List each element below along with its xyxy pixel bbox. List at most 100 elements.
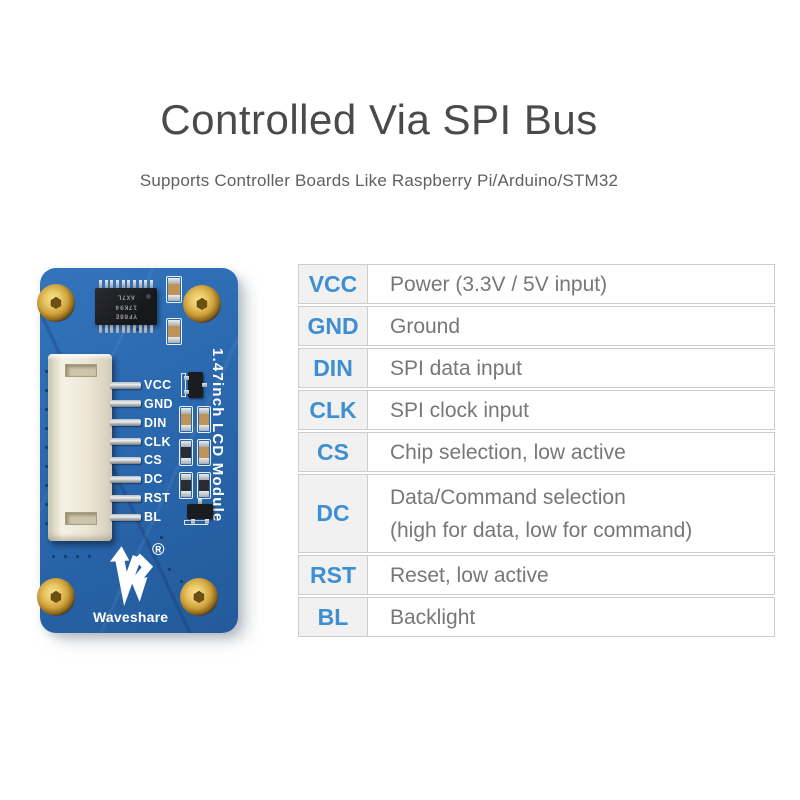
- pin-description-cell: Reset, low active: [368, 556, 774, 594]
- pin-name-cell: DC: [299, 475, 368, 552]
- ic-lead: [110, 325, 114, 333]
- connector-pin: [110, 494, 141, 502]
- jst-connector: [48, 354, 112, 541]
- page-subtitle: Supports Controller Boards Like Raspberr…: [139, 171, 619, 190]
- table-row: RST Reset, low active: [298, 555, 775, 595]
- connector-pin: [110, 400, 141, 408]
- mounting-screw: [37, 578, 75, 616]
- ic-lead: [149, 280, 153, 288]
- smd-component: [179, 472, 193, 499]
- ic-pins: [95, 280, 157, 288]
- via-dot: [52, 555, 55, 558]
- pin-silkscreen-label: GND: [144, 396, 173, 411]
- via-dot: [45, 408, 48, 411]
- pin-description-cell: SPI data input: [368, 349, 774, 387]
- page-title: Controlled Via SPI Bus: [160, 96, 598, 143]
- description-line: Ground: [390, 314, 461, 338]
- connector-pin: [110, 475, 141, 483]
- connector-pin: [110, 513, 141, 521]
- ic-lead: [115, 280, 119, 288]
- connector-pin: [110, 419, 141, 427]
- via-dot: [45, 389, 48, 392]
- brand-label: Waveshare: [93, 609, 169, 625]
- description-line: SPI clock input: [390, 398, 529, 422]
- table-row: CS Chip selection, low active: [298, 432, 775, 472]
- description-line: Data/Command selection: [390, 485, 626, 509]
- description-line: SPI data input: [390, 356, 522, 380]
- pin-silkscreen-label: CS: [144, 453, 163, 468]
- pin-silkscreen-label: BL: [144, 510, 162, 525]
- smd-component: [197, 406, 211, 433]
- table-row: BL Backlight: [298, 597, 775, 637]
- connector-slot: [65, 512, 97, 525]
- pin-silkscreen-label: DC: [144, 472, 163, 487]
- pin-name-cell: DIN: [299, 349, 368, 387]
- via-dot: [45, 522, 48, 525]
- smd-component: [197, 472, 211, 499]
- ic-lead: [121, 325, 125, 333]
- pin-description-cell: Data/Command selection (high for data, lo…: [368, 475, 774, 552]
- ic-lead: [132, 280, 136, 288]
- ic-pin1-dot: [146, 294, 151, 299]
- transistor-component: [184, 499, 216, 528]
- ic-lead: [132, 325, 136, 333]
- table-row: DC Data/Command selection (high for data,…: [298, 474, 775, 553]
- via-dot: [45, 465, 48, 468]
- smd-component: [166, 318, 182, 345]
- ic-lead: [149, 325, 153, 333]
- pin-description-cell: Chip selection, low active: [368, 433, 774, 471]
- connector-pin: [110, 438, 141, 446]
- ic-lead: [110, 280, 114, 288]
- description-line: Reset, low active: [390, 563, 549, 587]
- smd-component: [166, 276, 182, 303]
- registered-mark: ®: [152, 540, 165, 559]
- via-dot: [45, 503, 48, 506]
- ic-lead: [121, 280, 125, 288]
- pin-silkscreen-label: DIN: [144, 415, 167, 430]
- ic-lead: [138, 280, 142, 288]
- via-dot: [45, 484, 48, 487]
- pin-name-cell: CLK: [299, 391, 368, 429]
- description-line: Power (3.3V / 5V input): [390, 272, 608, 296]
- via-dot: [76, 555, 79, 558]
- pin-name-cell: RST: [299, 556, 368, 594]
- pinout-table: VCC Power (3.3V / 5V input) GND Ground D…: [298, 264, 775, 639]
- smd-component: [179, 439, 193, 466]
- pin-description-cell: SPI clock input: [368, 391, 774, 429]
- header: Controlled Via SPI Bus Supports Controll…: [0, 96, 758, 191]
- pin-name-cell: GND: [299, 307, 368, 345]
- description-line: Chip selection, low active: [390, 440, 626, 464]
- connector-pin: [110, 456, 141, 464]
- via-dot: [136, 328, 139, 331]
- ic-lead: [115, 325, 119, 333]
- ic-lead: [127, 325, 131, 333]
- pin-name-cell: BL: [299, 598, 368, 636]
- mounting-screw: [180, 578, 218, 616]
- pin-description-cell: Power (3.3V / 5V input): [368, 265, 774, 303]
- ic-lead: [99, 325, 102, 333]
- via-dot: [160, 536, 163, 539]
- description-line: (high for data, low for command): [390, 518, 693, 542]
- ic-lead: [99, 280, 102, 288]
- pin-description-cell: Ground: [368, 307, 774, 345]
- ic-lead: [144, 325, 148, 333]
- mounting-screw: [183, 285, 221, 323]
- connector-pin: [110, 381, 141, 389]
- table-row: VCC Power (3.3V / 5V input): [298, 264, 775, 304]
- pin-silkscreen-label: RST: [144, 491, 171, 506]
- connector-slot: [65, 364, 97, 377]
- via-dot: [64, 555, 67, 558]
- ic-lead: [104, 280, 108, 288]
- board-side-label: 1.47inch LCD Module: [209, 348, 226, 523]
- via-dot: [168, 568, 171, 571]
- ic-lead: [127, 280, 131, 288]
- pin-silkscreen-label: CLK: [144, 434, 171, 449]
- transistor-component: [181, 369, 207, 401]
- ic-lead: [138, 325, 142, 333]
- via-dot: [45, 370, 48, 373]
- ic-lead: [144, 280, 148, 288]
- smd-component: [197, 439, 211, 466]
